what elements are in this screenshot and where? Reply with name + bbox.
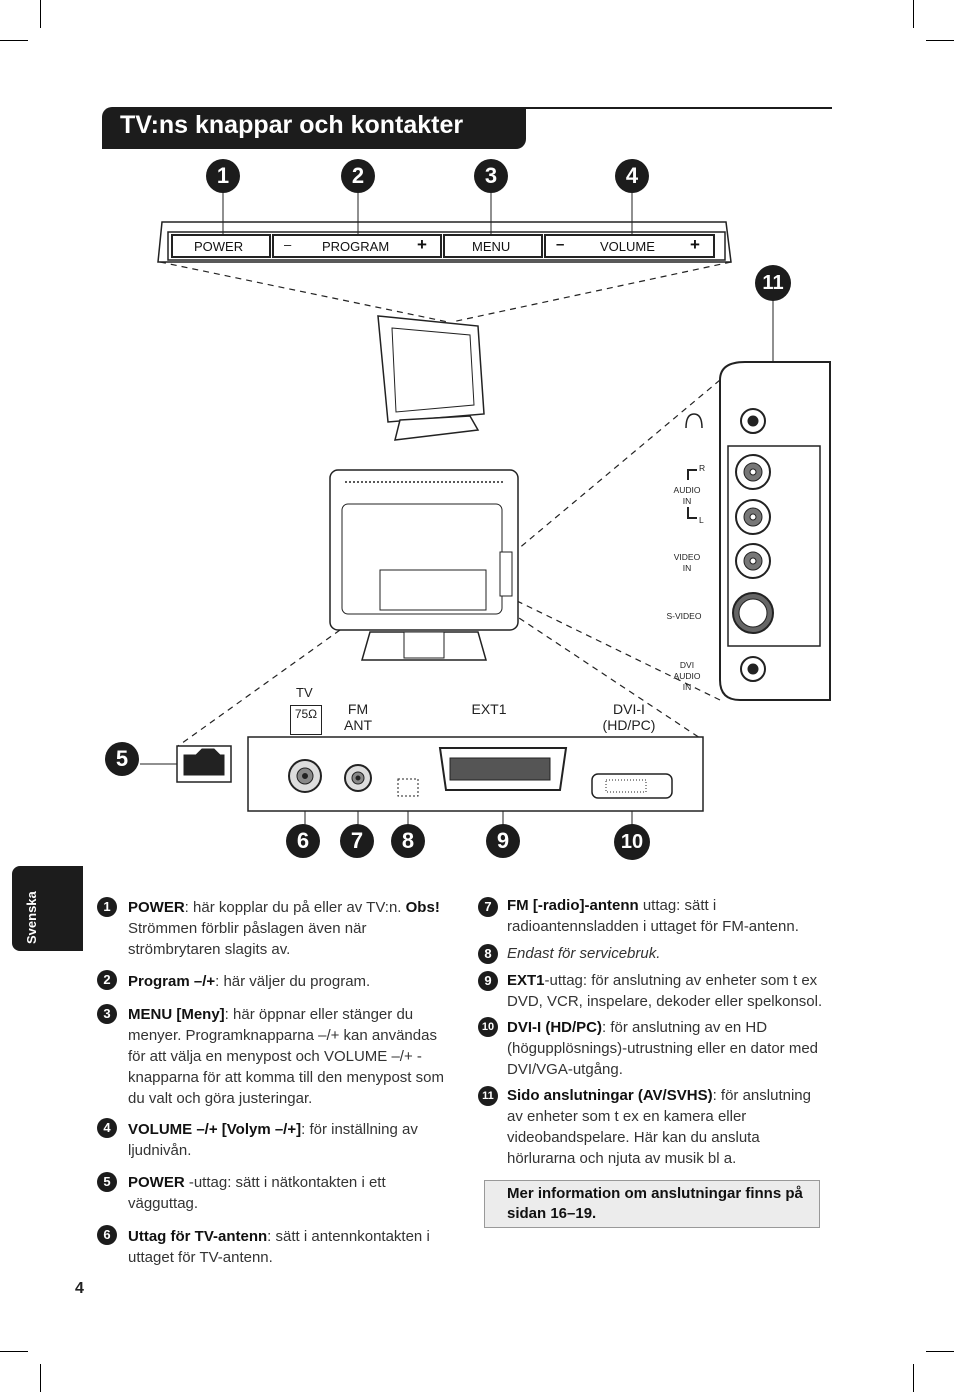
tv-diagram	[140, 192, 831, 826]
info-box	[484, 1180, 820, 1228]
language-tab-label: Svenska	[24, 891, 39, 944]
video-in-label: VIDEO IN	[673, 552, 701, 573]
page-number: 4	[75, 1280, 84, 1297]
crop-mark	[40, 0, 41, 28]
crop-mark	[913, 1364, 914, 1392]
program-plus-button[interactable]: +	[417, 235, 427, 254]
callout-3: 3	[474, 159, 508, 193]
callout-9: 9	[486, 824, 520, 858]
item-1: POWER: här kopplar du på eller av TV:n. …	[128, 899, 440, 958]
tv-rear-icon	[329, 469, 519, 661]
audio-in-label: AUDIO IN	[673, 485, 701, 506]
title-rule	[526, 107, 832, 109]
side-panel	[685, 361, 831, 701]
rear-connector-panel	[247, 736, 704, 812]
item-2: Program –/+: här väljer du program.	[128, 973, 371, 990]
item-8: Endast för servicebruk.	[507, 945, 661, 962]
item-number-6: 6	[97, 1225, 117, 1245]
item-number-11: 11	[478, 1086, 498, 1106]
crop-mark	[0, 40, 28, 41]
power-button[interactable]: POWER	[194, 239, 244, 254]
ext1-label: EXT1	[471, 701, 507, 717]
program-button-label: PROGRAM	[322, 239, 390, 254]
volume-button-label: VOLUME	[600, 239, 655, 254]
volume-plus-button[interactable]: +	[690, 235, 700, 254]
item-11: Sido anslutningar (AV/SVHS): för anslutn…	[507, 1087, 811, 1167]
callout-7: 7	[340, 824, 374, 858]
page-title: TV:ns knappar och kontakter	[120, 111, 464, 139]
crop-mark	[926, 40, 954, 41]
item-5: POWER -uttag: sätt i nätkontakten i ett …	[128, 1174, 386, 1212]
crop-mark	[926, 1351, 954, 1352]
title-bar	[102, 107, 526, 149]
item-3: MENU [Meny]: här öppnar eller stänger du…	[128, 1006, 444, 1107]
crop-mark	[0, 1351, 28, 1352]
item-7: FM [-radio]-antenn uttag: sätt i radioan…	[507, 897, 799, 935]
button-strip	[157, 221, 732, 263]
dvi-label: DVI-I (HD/PC)	[602, 701, 656, 733]
item-number-2: 2	[97, 970, 117, 990]
s-video-label: S-VIDEO	[666, 611, 702, 621]
power-socket	[176, 745, 232, 783]
item-9: EXT1-uttag: för anslutning av enheter so…	[507, 972, 823, 1010]
dvi-audio-in-label: DVI AUDIO IN	[673, 660, 701, 692]
item-6: Uttag för TV-antenn: sätt i antennkontak…	[128, 1228, 430, 1266]
item-number-1: 1	[97, 897, 117, 917]
language-tab	[12, 866, 83, 951]
menu-button[interactable]: MENU	[472, 239, 511, 254]
callout-1: 1	[206, 159, 240, 193]
callout-8: 8	[391, 824, 425, 858]
program-minus-button[interactable]: –	[284, 237, 292, 252]
callout-10: 10	[614, 824, 650, 860]
crop-mark	[913, 0, 914, 28]
fm-ant-label: FM ANT	[344, 701, 372, 733]
tv-front-icon	[377, 315, 485, 441]
item-number-7: 7	[478, 897, 498, 917]
audio-r-label: R	[699, 463, 706, 473]
callout-6: 6	[286, 824, 320, 858]
item-number-4: 4	[97, 1118, 117, 1138]
crop-mark	[40, 1364, 41, 1392]
tv-ohm-label: 75Ω	[290, 705, 322, 735]
volume-minus-button[interactable]: –	[556, 236, 565, 253]
callout-4: 4	[615, 159, 649, 193]
audio-l-label: L	[699, 515, 704, 525]
item-number-9: 9	[478, 971, 498, 991]
callout-5: 5	[105, 742, 139, 776]
tv-antenna-label: TV	[296, 685, 313, 700]
item-number-3: 3	[97, 1004, 117, 1024]
callout-2: 2	[341, 159, 375, 193]
callout-11: 11	[755, 265, 791, 301]
item-number-8: 8	[478, 944, 498, 964]
item-number-10: 10	[478, 1017, 498, 1037]
item-number-5: 5	[97, 1172, 117, 1192]
item-10: DVI-I (HD/PC): för anslutning av en HD (…	[507, 1019, 819, 1078]
item-4: VOLUME –/+ [Volym –/+]: för inställning …	[128, 1121, 418, 1159]
info-box-text: Mer information om anslutningar finns på…	[507, 1185, 803, 1222]
